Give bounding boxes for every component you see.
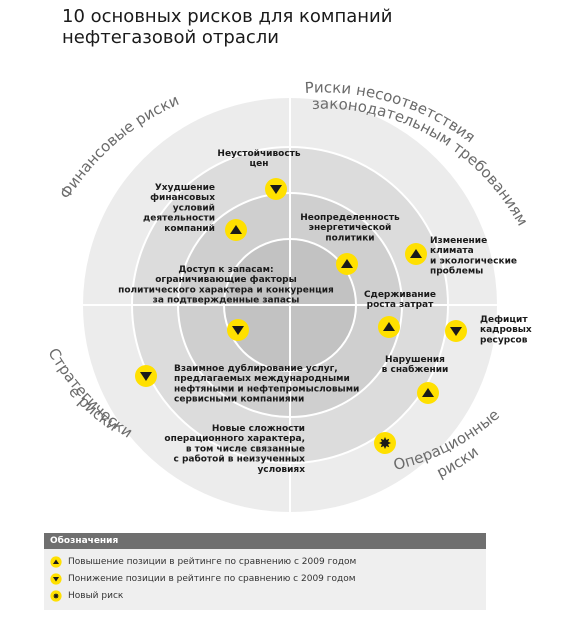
- legend: Обозначения Повышение позиции в рейтинге…: [44, 533, 486, 610]
- legend-item-label: Новый риск: [68, 590, 124, 601]
- risk-marker-down-icon: [445, 320, 467, 342]
- legend-new-icon: [50, 589, 62, 602]
- risk-marker-new-icon: [374, 432, 396, 454]
- legend-item-label: Повышение позиции в рейтинге по сравнени…: [68, 556, 357, 567]
- legend-item: Новый риск: [50, 587, 480, 604]
- legend-up-icon: [50, 555, 62, 568]
- title-line-1: 10 основных рисков для компаний: [62, 6, 393, 27]
- risk-marker-up-icon: [417, 382, 439, 404]
- legend-item: Повышение позиции в рейтинге по сравнени…: [50, 553, 480, 570]
- legend-items: Повышение позиции в рейтинге по сравнени…: [44, 549, 486, 610]
- legend-title: Обозначения: [44, 533, 486, 549]
- risk-marker-down-icon: [135, 365, 157, 387]
- legend-item-label: Понижение позиции в рейтинге по сравнени…: [68, 573, 356, 584]
- risk-rings: [81, 96, 499, 514]
- risk-marker-down-icon: [265, 178, 287, 200]
- risk-marker-down-icon: [227, 319, 249, 341]
- risk-marker-up-icon: [378, 316, 400, 338]
- legend-item: Понижение позиции в рейтинге по сравнени…: [50, 570, 480, 587]
- risk-label: Взаимное дублирование услуг,предлагаемых…: [174, 363, 359, 405]
- title-line-2: нефтегазовой отрасли: [62, 27, 279, 48]
- risk-marker-up-icon: [336, 253, 358, 275]
- diagram-title: 10 основных рисков для компаний нефтегаз…: [62, 6, 542, 48]
- legend-down-icon: [50, 572, 62, 585]
- risk-marker-up-icon: [405, 243, 427, 265]
- risk-marker-up-icon: [225, 219, 247, 241]
- risk-markers: [135, 178, 467, 454]
